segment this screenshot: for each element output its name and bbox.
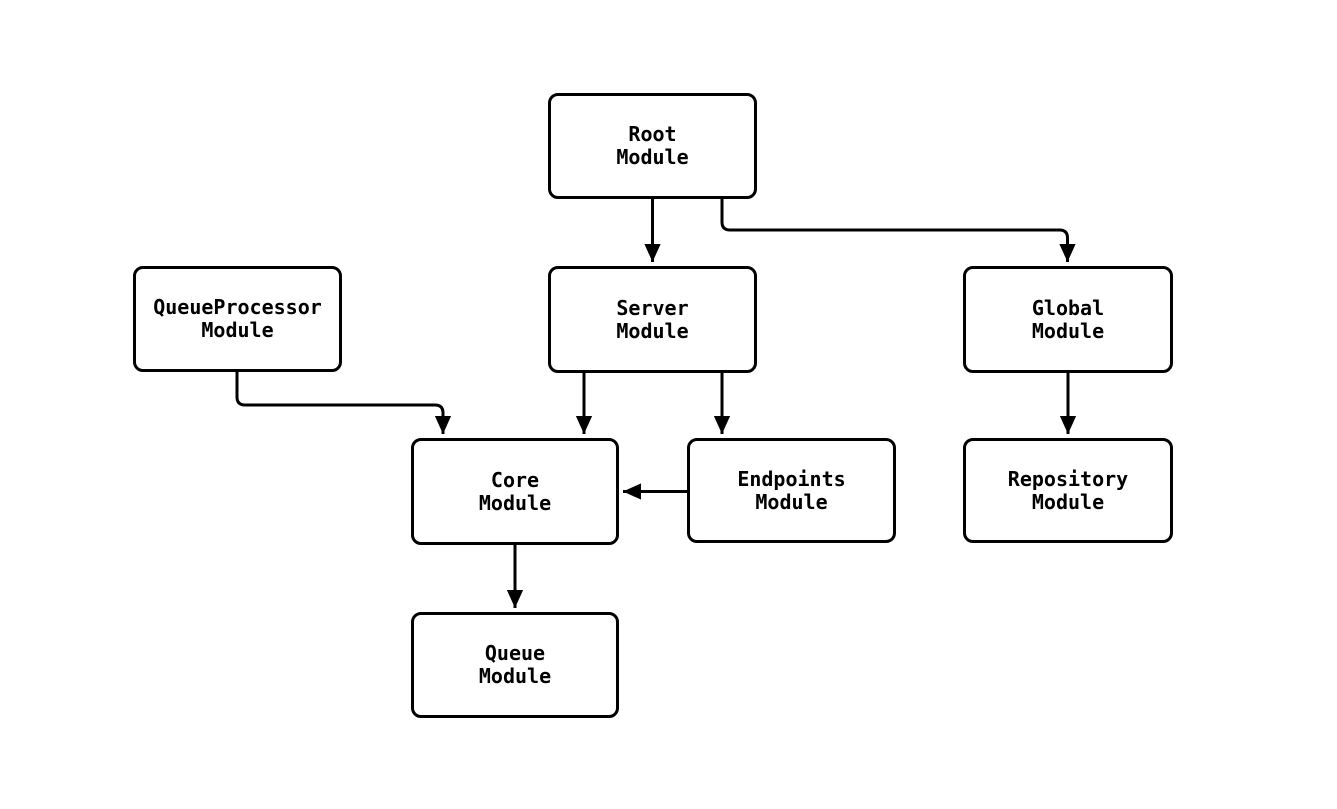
node-global-module: Global Module [963, 266, 1173, 373]
edge-queueprocessor-module-to-core-module [235, 371, 452, 434]
node-label: Endpoints Module [737, 466, 846, 514]
node-label: Global Module [1031, 295, 1105, 343]
node-queue-module: Queue Module [411, 612, 619, 718]
node-label: Queue Module [478, 641, 552, 688]
node-label: Root Module [616, 122, 689, 169]
node-server-module: Server Module [548, 266, 757, 373]
node-repository-module: Repository Module [963, 438, 1173, 543]
node-core-module: Core Module [411, 438, 619, 545]
node-label: QueueProcessor Module [153, 295, 322, 342]
node-label: Server Module [616, 295, 689, 343]
node-endpoints-module: Endpoints Module [687, 438, 896, 543]
node-label: Core Module [478, 467, 552, 515]
node-root-module: Root Module [548, 93, 757, 199]
edges-group [235, 198, 1077, 608]
edge-root-module-to-global-module [720, 198, 1076, 262]
node-label: Repository Module [1007, 466, 1129, 514]
node-queueprocessor-module: QueueProcessor Module [133, 266, 342, 372]
